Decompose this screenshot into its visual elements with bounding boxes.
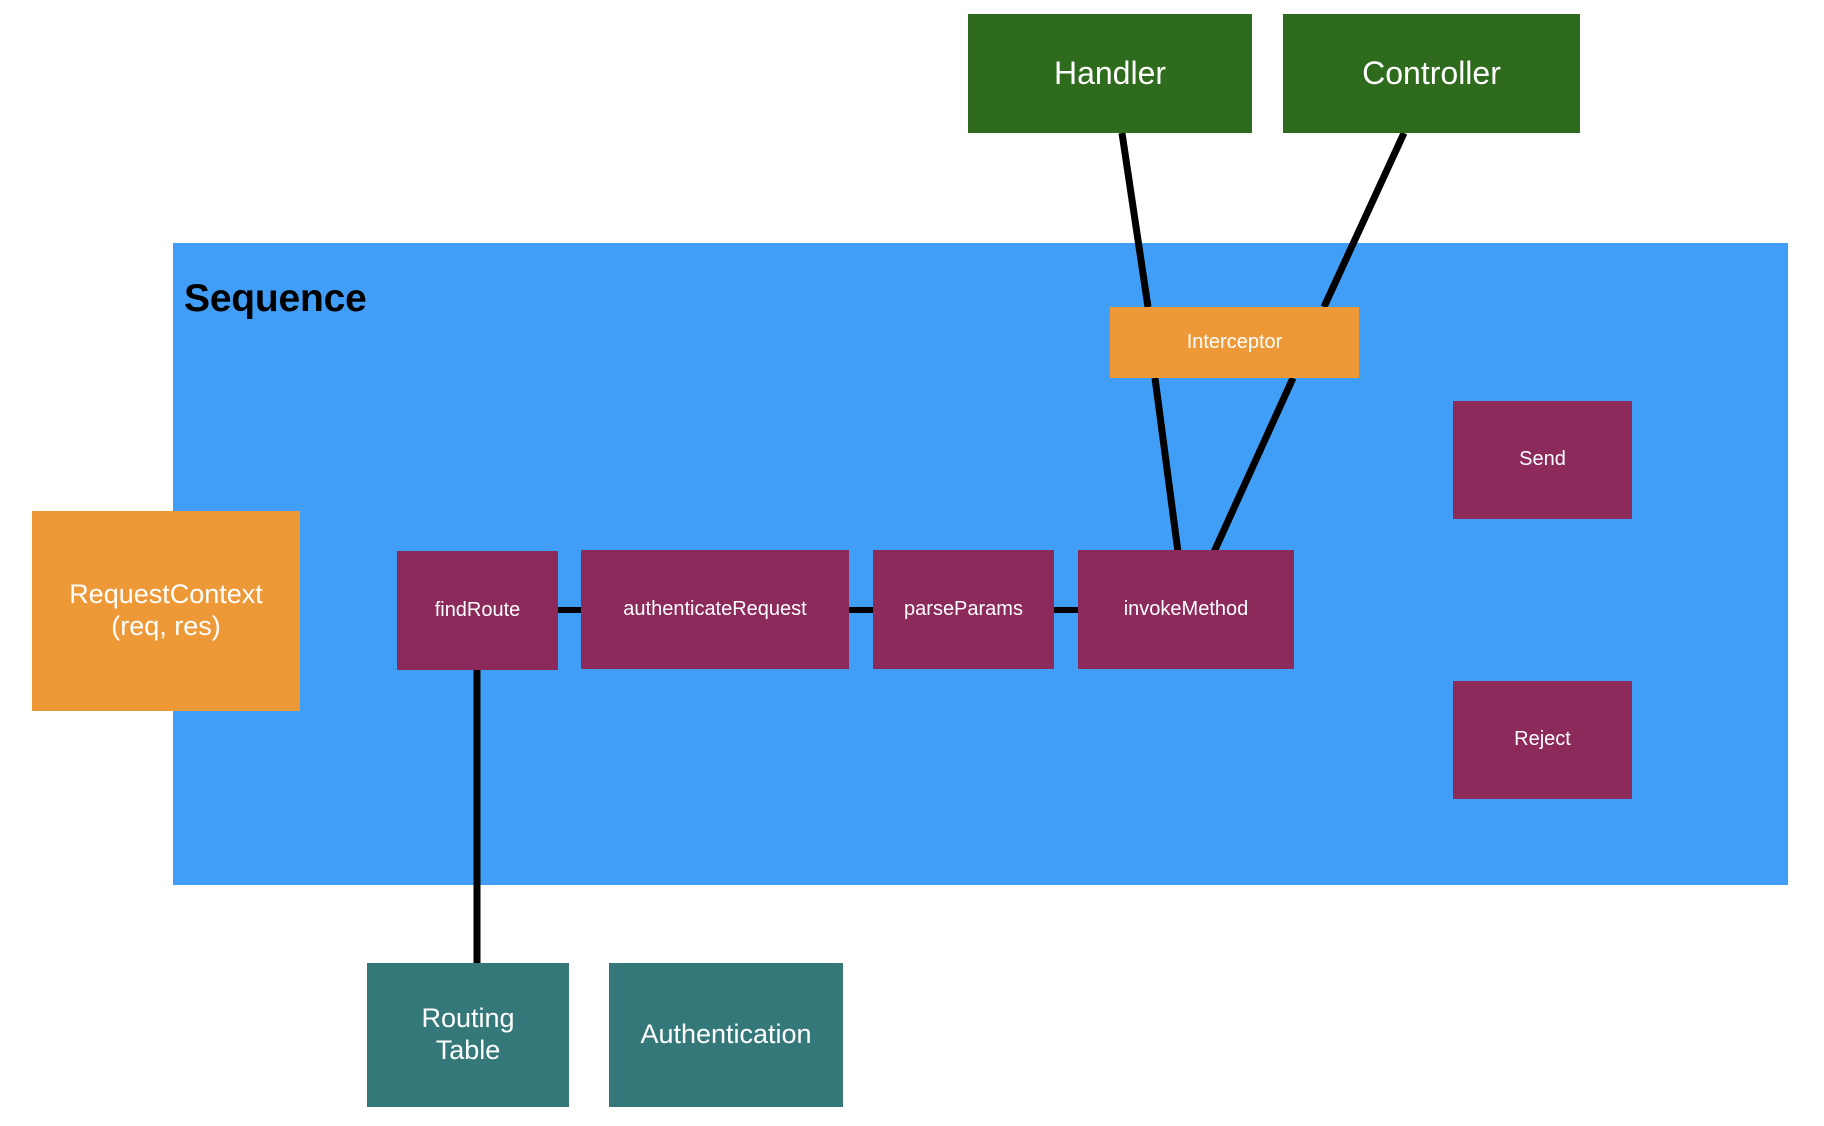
- node-send[interactable]: Send: [1453, 401, 1632, 519]
- node-authenticate-request[interactable]: authenticateRequest: [581, 550, 849, 669]
- node-invoke-method[interactable]: invokeMethod: [1078, 550, 1294, 669]
- node-handler[interactable]: Handler: [968, 14, 1252, 133]
- node-authentication[interactable]: Authentication: [609, 963, 843, 1107]
- node-interceptor[interactable]: Interceptor: [1110, 307, 1359, 378]
- node-controller[interactable]: Controller: [1283, 14, 1580, 133]
- sequence-panel-title: Sequence: [184, 277, 367, 320]
- node-find-route[interactable]: findRoute: [397, 551, 558, 670]
- node-parse-params[interactable]: parseParams: [873, 550, 1054, 669]
- node-reject[interactable]: Reject: [1453, 681, 1632, 799]
- node-routing-table[interactable]: Routing Table: [367, 963, 569, 1107]
- node-request-context[interactable]: RequestContext (req, res): [32, 511, 300, 711]
